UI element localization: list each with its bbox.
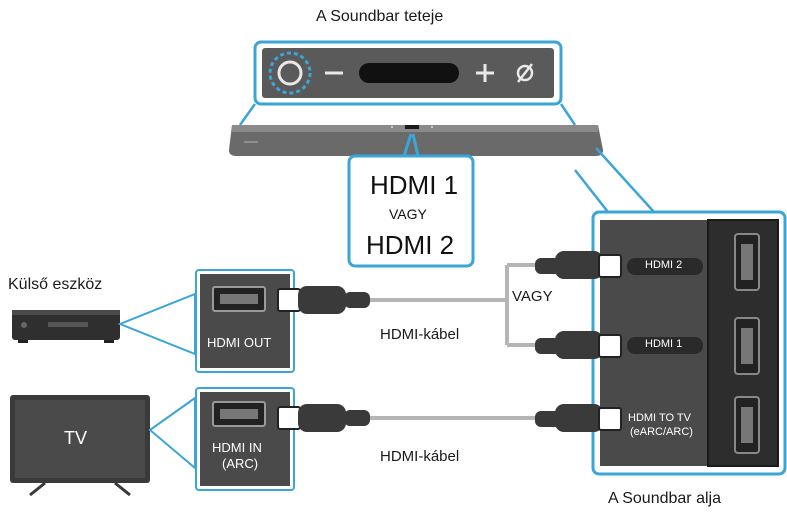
port-hdmi1-label: HDMI 1	[645, 338, 683, 350]
port-tv-label: HDMI TO TV	[628, 412, 691, 424]
or-small-label: VAGY	[389, 206, 427, 222]
hdmi-cable-upper	[370, 263, 535, 347]
tv-icon	[10, 395, 150, 497]
power-button-highlight-icon	[268, 51, 312, 95]
port-tv-arc-label: (eARC/ARC)	[630, 426, 693, 438]
hdmi1-title: HDMI 1	[370, 170, 459, 200]
hdmi2-title: HDMI 2	[366, 230, 455, 260]
hdmi-out-label: HDMI OUT	[207, 335, 272, 350]
hdmi-label-callout	[347, 133, 475, 268]
hdmi-port-2-icon	[734, 233, 760, 291]
hdmi-plug-in-icon	[277, 404, 370, 432]
tv-label: TV	[64, 428, 88, 448]
soundbar-top-callout	[238, 40, 577, 126]
power-button-icon	[277, 60, 303, 86]
external-device-icon	[12, 310, 120, 343]
hdmi-plug-out-icon	[277, 286, 370, 314]
hdmi-port-1-icon	[734, 317, 760, 375]
hdmi-in-label: HDMI IN	[212, 440, 262, 455]
or-cable-label: VAGY	[512, 288, 553, 305]
soundbar-bottom-title: A Soundbar alja	[608, 490, 721, 507]
hdmi-cable-label-2: HDMI-kábel	[380, 448, 460, 465]
hdmi-port-tv-icon	[734, 396, 760, 454]
display-window-icon	[359, 63, 459, 83]
mic-mute-icon	[516, 63, 534, 83]
hdmi-plug-hdmi2-icon	[535, 251, 622, 279]
volume-up-icon	[476, 64, 494, 82]
external-device-label: Külső eszköz	[8, 276, 103, 293]
hdmi-plug-tv-icon	[535, 404, 622, 432]
hdmi-in-arc-label: (ARC)	[222, 456, 259, 471]
hdmi-plug-hdmi1-icon	[535, 331, 622, 359]
port-hdmi2-label: HDMI 2	[645, 259, 683, 271]
hdmi-cable-label-1: HDMI-kábel	[380, 326, 460, 343]
hdmi-out-panel	[195, 269, 295, 373]
hdmi-in-panel	[195, 387, 295, 491]
soundbar-top-title: A Soundbar teteje	[316, 8, 444, 25]
